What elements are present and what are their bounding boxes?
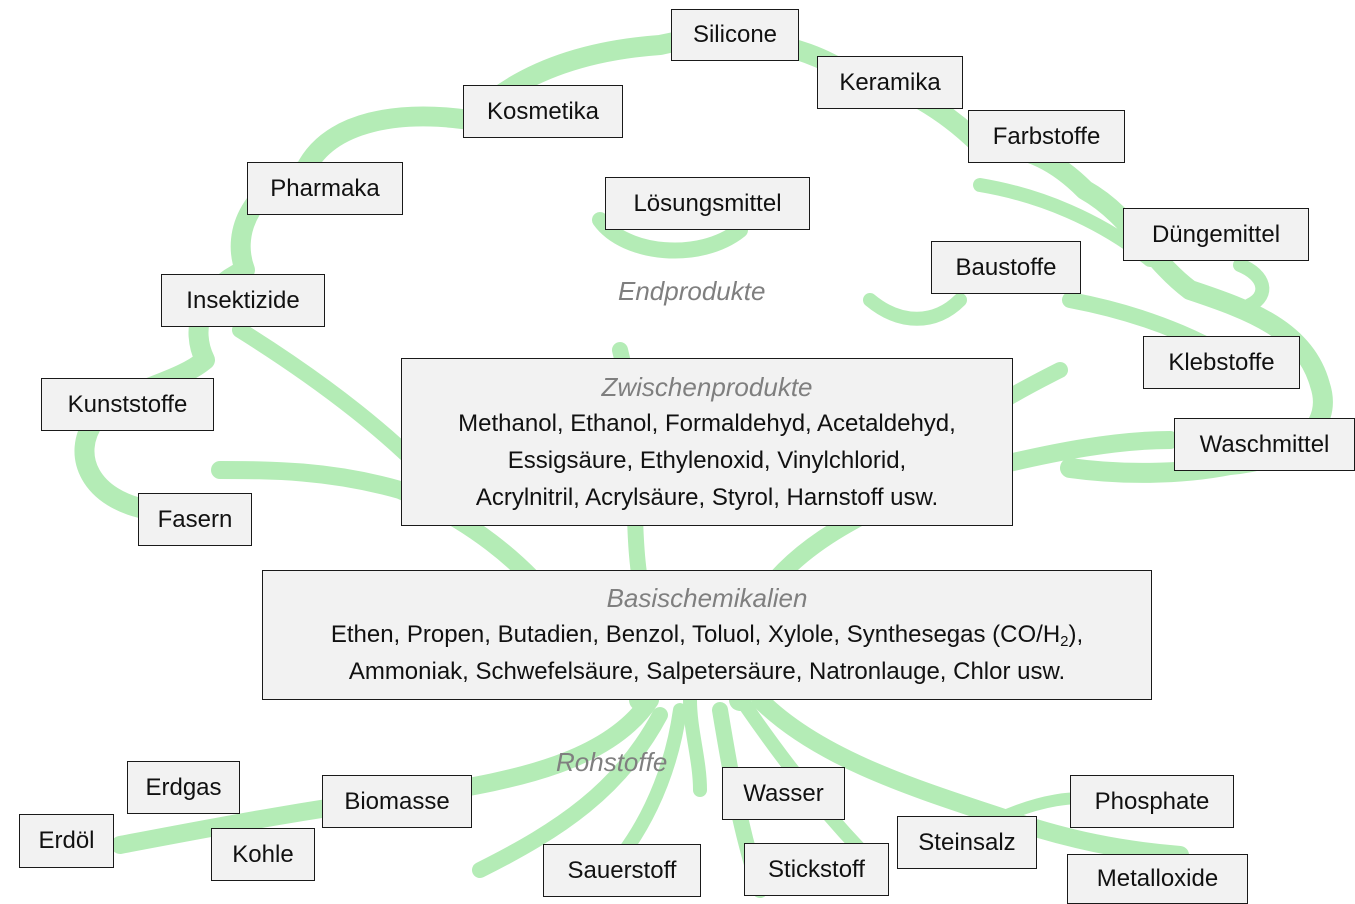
basics-subscript: 2 [1060,633,1069,650]
raw-material-erdgas: Erdgas [127,761,240,814]
end-product-fasern: Fasern [138,493,252,546]
raw-material-sauerstoff: Sauerstoff [543,844,701,897]
end-product-klebstoffe: Klebstoffe [1143,336,1300,389]
intermediates-title: Zwischenprodukte [601,371,813,402]
trunk-center [683,693,707,797]
root-left-mid [472,707,668,878]
end-product-kunststoffe: Kunststoffe [41,378,214,431]
basics-title: Basischemikalien [606,583,808,613]
intermediates-line-3: Acrylnitril, Acrylsäure, Styrol, Harnsto… [475,483,939,511]
end-product-insektizide: Insektizide [161,274,325,327]
end-product-keramika: Keramika [817,56,963,109]
end-product-baustoffe: Baustoffe [931,241,1081,294]
level-label-endprodukte: Endprodukte [618,276,766,306]
swirl-right [863,293,967,326]
end-product-loesungsmittel: Lösungsmittel [605,177,810,230]
raw-material-wasser: Wasser [722,767,845,820]
branch-left [211,461,569,619]
intermediates-line-1: Methanol, Ethanol, Formaldehyd, Acetalde… [458,409,956,437]
level-label-rohstoffe: Rohstoffe [556,747,668,777]
end-product-silicone: Silicone [671,9,799,61]
raw-material-metalloxide: Metalloxide [1067,854,1248,904]
end-product-waschmittel: Waschmittel [1174,418,1355,471]
basics-box: Basischemikalien Ethen, Propen, Butadien… [262,570,1152,700]
raw-material-biomasse: Biomasse [322,775,472,828]
basics-line-1: Ethen, Propen, Butadien, Benzol, Toluol,… [330,621,1084,650]
swirl-top [592,212,748,259]
raw-material-steinsalz: Steinsalz [897,816,1037,869]
raw-material-phosphate: Phosphate [1070,775,1234,828]
end-product-kosmetika: Kosmetika [463,85,623,138]
raw-material-erdoel: Erdöl [19,814,114,868]
end-product-pharmaka: Pharmaka [247,162,403,215]
intermediates-box: Zwischenprodukte Methanol, Ethanol, Form… [401,358,1013,526]
raw-material-stickstoff: Stickstoff [744,843,889,896]
end-product-farbstoffe: Farbstoffe [968,110,1125,163]
end-product-duengemittel: Düngemittel [1123,208,1309,261]
intermediates-line-2: Essigsäure, Ethylenoxid, Vinylchlorid, [507,446,907,474]
raw-material-kohle: Kohle [211,828,315,881]
crown-right-hook [1233,258,1270,312]
basics-line-2: Ammoniak, Schwefelsäure, Salpetersäure, … [348,658,1066,685]
